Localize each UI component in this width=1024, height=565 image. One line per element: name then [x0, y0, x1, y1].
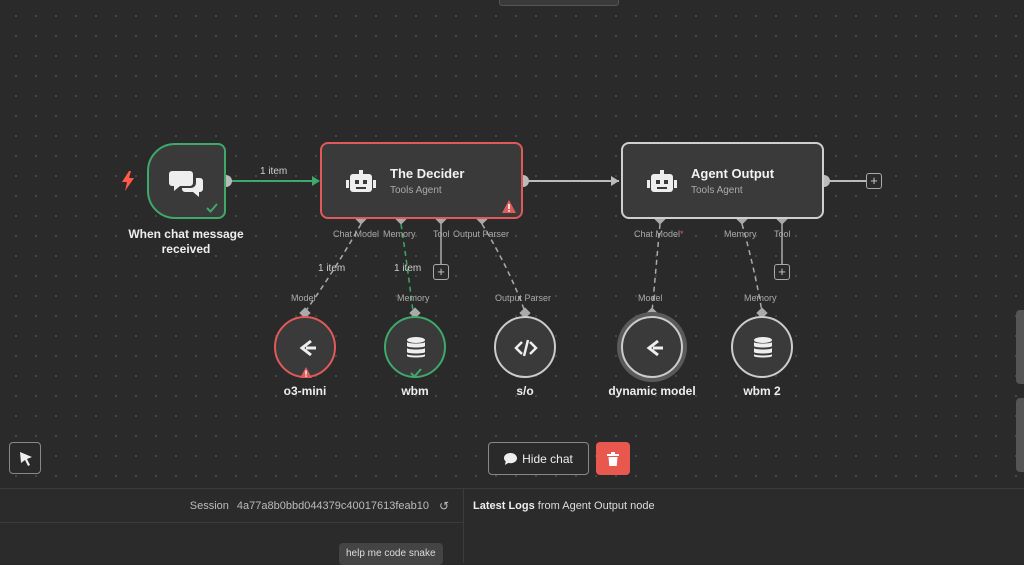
subnode-port-3 [519, 307, 531, 319]
warning-icon [502, 200, 516, 213]
session-info: Session 4a77a8b0bbd044379c40017613feab10 [190, 500, 429, 512]
model-icon [299, 339, 316, 357]
top-panel-handle[interactable] [499, 0, 619, 6]
success-check-icon [206, 203, 218, 213]
hide-chat-button[interactable]: Hide chat [488, 442, 589, 475]
edge-label-items: 1 item [260, 166, 288, 177]
link-dynamic-model [651, 223, 661, 313]
session-label: Session [189, 500, 229, 512]
model-link-label: 1 item [318, 263, 346, 274]
dynamic-model-caption: dynamic model [608, 384, 696, 398]
decider-port-output-parser-label: Output Parser [453, 229, 510, 239]
reset-session-icon[interactable]: ↺ [438, 499, 449, 513]
subnode-port-5 [756, 307, 768, 319]
o3-mini-caption: o3-mini [283, 384, 327, 398]
database-icon [754, 337, 772, 358]
robot-icon [647, 170, 677, 192]
decider-title: The Decider [390, 166, 465, 181]
chat-message-bubble: help me code snake [339, 543, 443, 565]
wbm-node[interactable] [384, 316, 446, 378]
chat-icon [504, 452, 518, 465]
side-scroll-handle[interactable] [1016, 310, 1024, 384]
subnode-port-4 [646, 307, 658, 319]
database-icon [407, 337, 425, 358]
cursor-icon [20, 452, 32, 466]
link-memory [400, 223, 414, 313]
decider-port-memory-label: Memory [383, 229, 416, 239]
output-port-chat-model-label: Chat Model* [634, 229, 684, 239]
subnode-label-model: Model [291, 293, 316, 303]
trash-icon [607, 451, 619, 466]
edge-arrow-decider [611, 176, 619, 186]
o3-mini-node[interactable] [274, 316, 336, 378]
session-id: 4a77a8b0bbd044379c40017613feab10 [236, 500, 429, 512]
agent-output-node[interactable]: Agent Output Tools Agent [621, 142, 824, 219]
output-port-tool-label: Tool [774, 229, 791, 239]
trigger-caption: When chat message received [128, 227, 244, 256]
add-next-node-button[interactable]: + [866, 173, 882, 189]
s-o-caption: s/o [516, 384, 534, 398]
select-tool-button[interactable] [9, 442, 41, 474]
dynamic-model-node[interactable] [621, 316, 683, 378]
robot-icon [346, 170, 376, 192]
subnode-label-output-parser: Output Parser [495, 293, 552, 303]
panel-divider [463, 522, 464, 563]
hide-chat-label: Hide chat [522, 451, 573, 466]
decider-add-tool-button[interactable]: + [433, 264, 449, 280]
subnode-label-dynamic-model: Model [638, 293, 663, 303]
subnode-port-2 [409, 307, 421, 319]
code-icon [514, 339, 538, 357]
edge-arrow-trigger [312, 176, 320, 186]
trigger-bolt-icon [122, 171, 134, 191]
s-o-node[interactable] [494, 316, 556, 378]
subnode-port-1 [299, 307, 311, 319]
decider-subtitle: Tools Agent [390, 185, 442, 196]
chat-bubbles-icon [169, 171, 203, 197]
warning-icon [300, 367, 312, 378]
delete-chat-button[interactable] [596, 442, 630, 475]
wbm-caption: wbm [401, 384, 429, 398]
chat-trigger-node[interactable] [147, 143, 226, 219]
output-subtitle: Tools Agent [691, 185, 743, 196]
side-scroll-handle-2[interactable] [1016, 398, 1024, 472]
link-model [304, 223, 362, 313]
decider-port-chat-model-label: Chat Model [333, 229, 380, 239]
output-add-tool-button[interactable]: + [774, 264, 790, 280]
decider-port-tool-label: Tool [433, 229, 450, 239]
the-decider-node[interactable]: The Decider Tools Agent [320, 142, 523, 219]
link-wbm2 [741, 223, 763, 313]
wbm-2-node[interactable] [731, 316, 793, 378]
logs-title: Latest Logs from Agent Output node [473, 500, 655, 512]
output-port-memory-label: Memory [724, 229, 757, 239]
success-check-icon [410, 368, 422, 378]
memory-link-label: 1 item [394, 263, 422, 274]
model-icon [646, 339, 663, 357]
output-title: Agent Output [691, 166, 775, 181]
link-output-parser [481, 223, 526, 313]
subnode-label-memory: Memory [397, 293, 430, 303]
subnode-label-memory-2: Memory [744, 293, 777, 303]
wbm-2-caption: wbm 2 [743, 384, 781, 398]
workflow-canvas[interactable]: When chat message received 1 item The De… [0, 0, 1024, 488]
